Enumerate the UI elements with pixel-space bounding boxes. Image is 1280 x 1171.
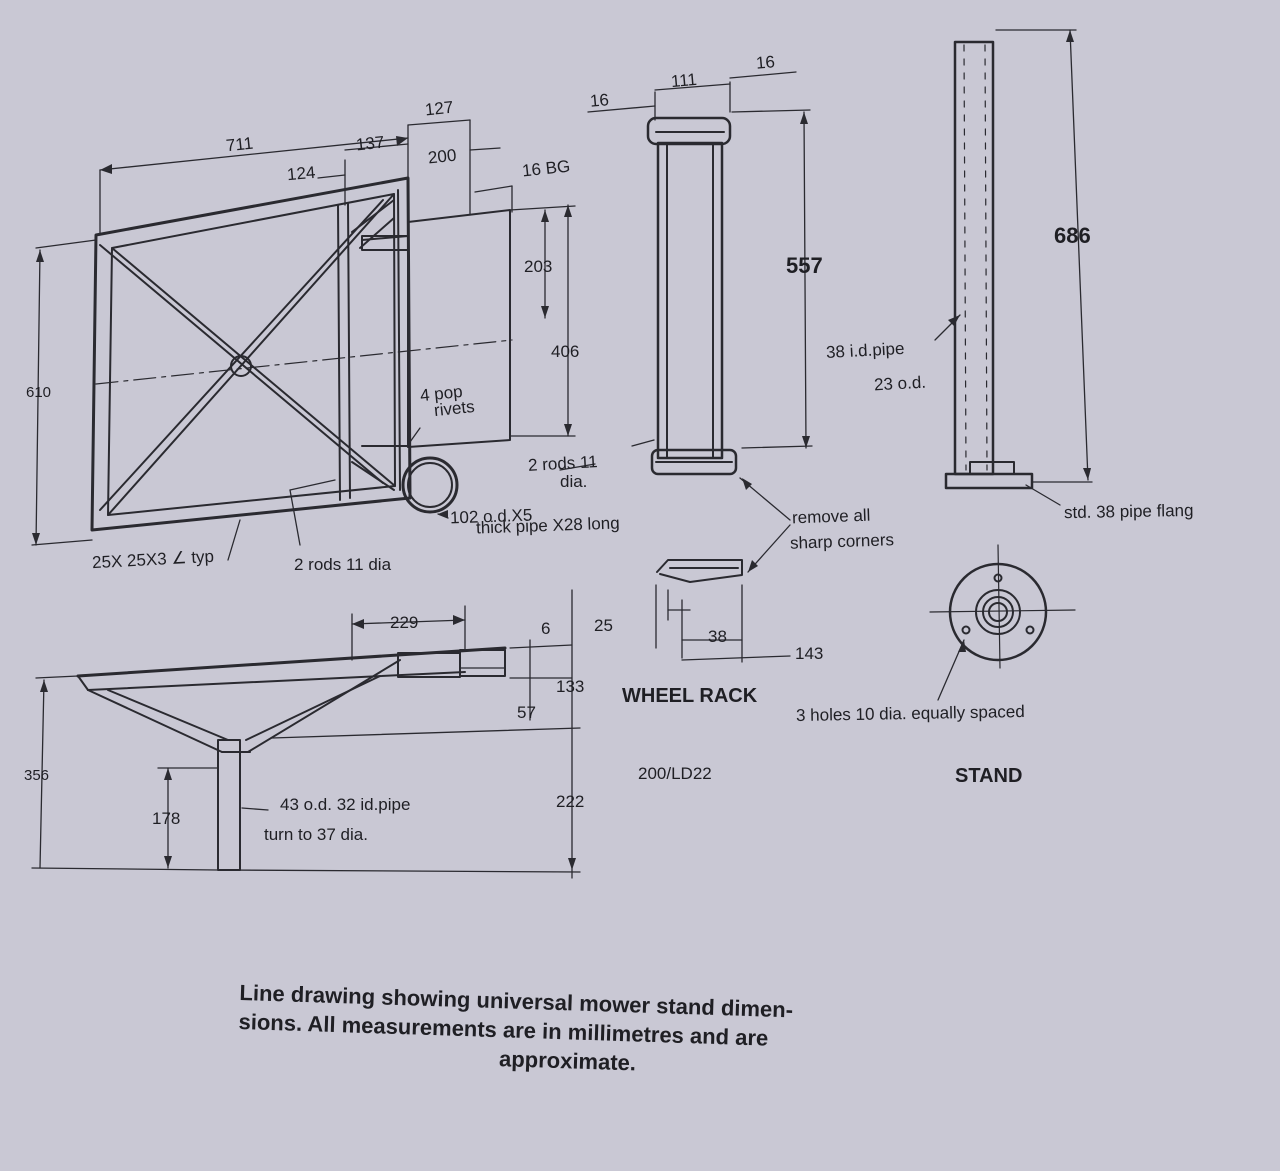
- note-rods-right-2: dia.: [560, 472, 588, 491]
- wheel-rack-drawing: [588, 72, 812, 662]
- dim-222: 222: [556, 792, 585, 811]
- dim-178: 178: [152, 809, 181, 828]
- dim-25: 25: [594, 616, 613, 635]
- note-pipe-2: thick pipe X28 long: [475, 513, 620, 538]
- main-frame-drawing: [32, 120, 595, 560]
- dim-6: 6: [541, 619, 551, 638]
- note-pop-rivets-2: rivets: [433, 396, 476, 421]
- dim-16-left: 16: [589, 90, 610, 111]
- dim-143: 143: [795, 644, 824, 663]
- dim-127: 127: [424, 97, 455, 120]
- stand-title: STAND: [955, 765, 1023, 787]
- drawing-code: 200/LD22: [638, 764, 712, 783]
- note-stand-pipe-2: 23 o.d.: [873, 372, 927, 395]
- dim-137: 137: [355, 132, 386, 155]
- note-corners-2: sharp corners: [789, 530, 895, 553]
- note-rods-right-1: 2 rods 11: [527, 452, 599, 475]
- dim-57: 57: [517, 703, 536, 722]
- dim-16-right: 16: [755, 52, 776, 73]
- side-view-drawing: [32, 590, 580, 878]
- stand-drawing: [930, 30, 1092, 700]
- note-side-pipe-2: turn to 37 dia.: [264, 825, 368, 844]
- arrowheads: [32, 30, 1091, 870]
- dim-610: 610: [26, 384, 52, 401]
- note-rods-bottom: 2 rods 11 dia: [294, 555, 392, 574]
- dim-133: 133: [556, 677, 585, 696]
- note-stand-pipe-1: 38 i.d.pipe: [825, 338, 905, 363]
- dim-203: 203: [524, 257, 553, 276]
- note-corners-1: remove all: [791, 505, 871, 528]
- dim-406: 406: [551, 342, 580, 361]
- dim-16-bg: 16 BG: [521, 156, 572, 181]
- dim-229: 229: [390, 613, 419, 632]
- dim-200: 200: [427, 145, 458, 168]
- dim-557: 557: [786, 253, 823, 278]
- dim-686: 686: [1054, 223, 1091, 248]
- note-side-pipe-1: 43 o.d. 32 id.pipe: [280, 795, 411, 814]
- dim-111: 111: [670, 69, 698, 92]
- dim-356: 356: [24, 767, 50, 784]
- dim-38: 38: [708, 627, 727, 646]
- dim-124: 124: [286, 162, 317, 185]
- note-flange: std. 38 pipe flang: [1063, 500, 1194, 523]
- dim-711: 711: [225, 133, 255, 156]
- note-holes: 3 holes 10 dia. equally spaced: [795, 702, 1025, 725]
- wheel-rack-title: WHEEL RACK: [622, 685, 758, 707]
